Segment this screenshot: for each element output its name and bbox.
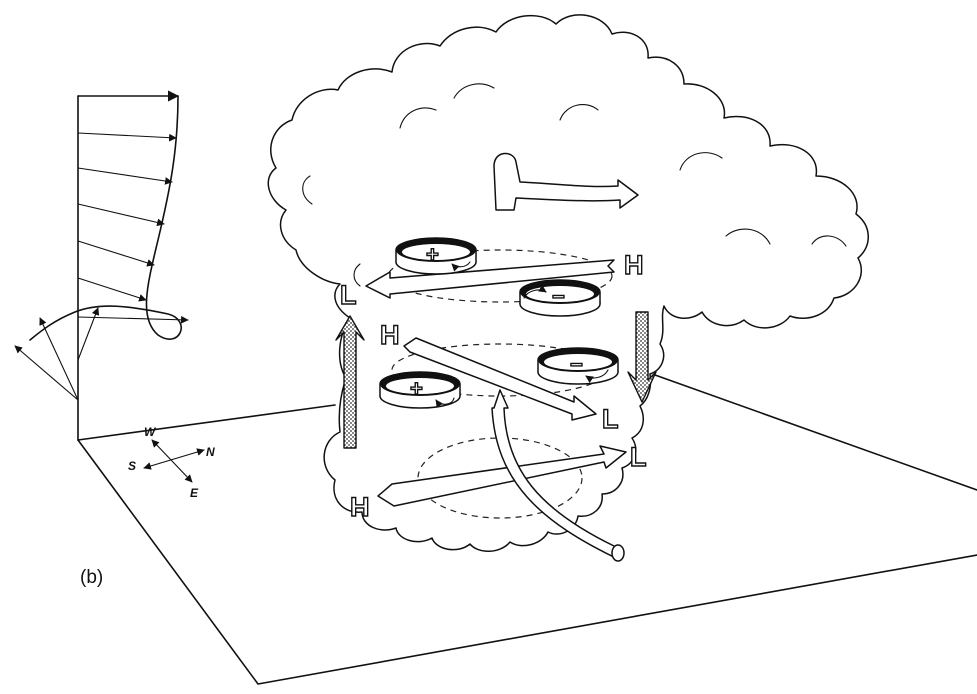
wind-profile	[15, 96, 188, 440]
pressure-label-lower-left: H	[350, 492, 370, 522]
vorticity-disk-middle-left: +	[380, 372, 460, 408]
pressure-label-upper-right: H	[624, 250, 644, 280]
compass-north-label: N	[206, 445, 215, 459]
compass-west-label: W	[144, 425, 157, 439]
compass-rose: W S N E	[128, 425, 215, 500]
pressure-label-middle-right: L	[602, 404, 619, 434]
vorticity-disk-upper-left: +	[396, 238, 476, 274]
pressure-label-middle-left: H	[380, 320, 400, 350]
pressure-label-lower-right: L	[630, 442, 647, 472]
vorticity-sign-upper-right: −	[552, 284, 565, 309]
vorticity-disk-upper-right: −	[520, 280, 600, 316]
panel-label: (b)	[80, 567, 103, 588]
vorticity-disk-middle-right: −	[538, 348, 618, 384]
vorticity-sign-middle-left: +	[410, 376, 423, 401]
pressure-label-upper-left: L	[340, 280, 357, 310]
compass-south-label: S	[128, 459, 136, 473]
vorticity-sign-upper-left: +	[426, 242, 439, 267]
vorticity-sign-middle-right: −	[570, 352, 583, 377]
compass-east-label: E	[190, 486, 199, 500]
